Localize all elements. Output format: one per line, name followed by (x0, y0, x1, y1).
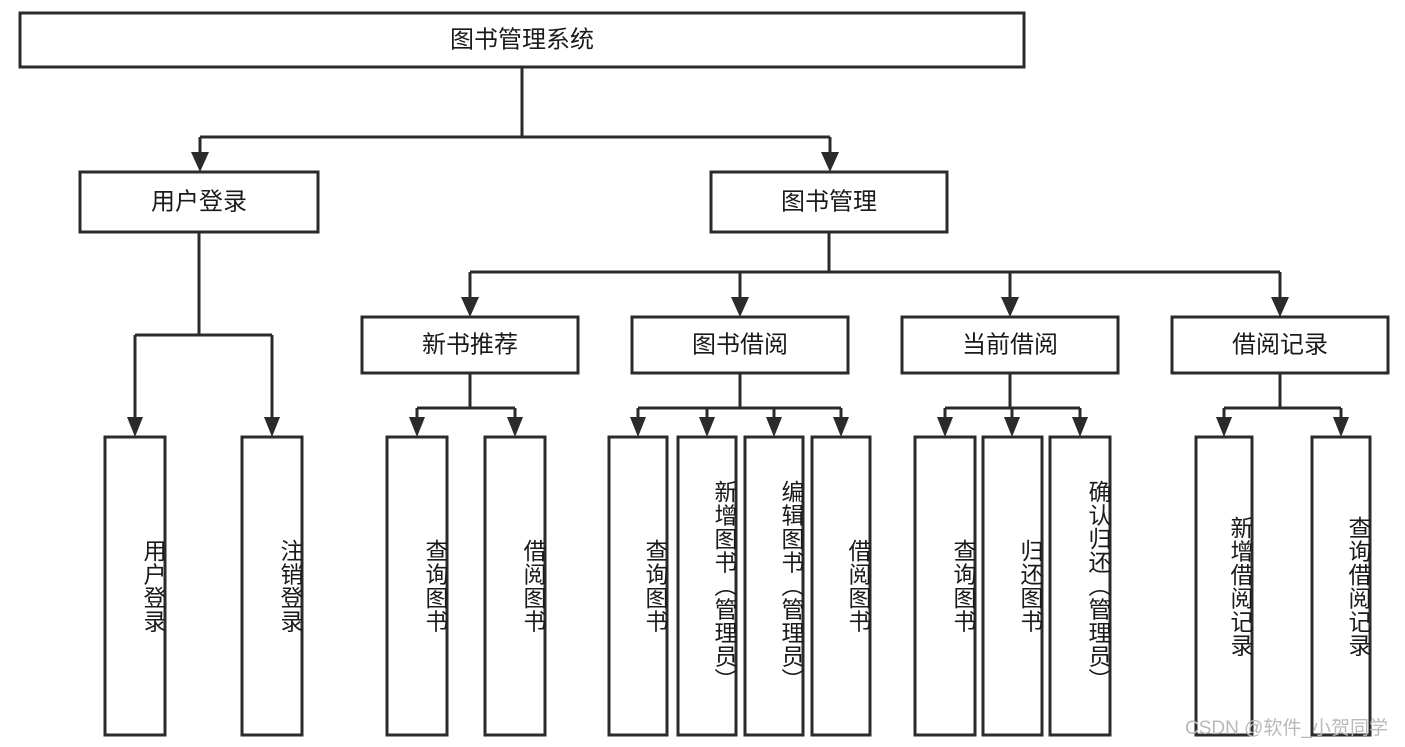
arrow-to-borrow-record (1271, 297, 1289, 317)
node-box-leaf-query-record[interactable] (1310, 435, 1372, 737)
node-box-user-login[interactable] (78, 170, 320, 234)
connector-newbookrec-to-leaves (415, 373, 517, 425)
arrow-to-leaf-borrow-book-rec (507, 417, 523, 437)
connector-root-to-level2 (198, 67, 832, 160)
node-box-leaf-add-book[interactable] (676, 435, 738, 737)
arrow-to-leaf-query-record (1333, 417, 1349, 437)
arrow-to-leaf-confirm-return (1072, 417, 1088, 437)
arrow-to-leaf-query-book-borrow (630, 417, 646, 437)
nodes-layer: 图书管理系统 用户登录 图书管理 新书推荐 图书借阅 当前借阅 借阅记录 (18, 11, 1390, 737)
node-label-root: 图书管理系统 (450, 26, 594, 53)
node-box-leaf-borrow-book-rec[interactable] (483, 435, 547, 737)
arrow-to-leaf-borrow-book (833, 417, 849, 437)
node-box-borrow-record[interactable] (1170, 315, 1390, 375)
node-box-leaf-return-book[interactable] (981, 435, 1044, 737)
node-box-leaf-confirm-return[interactable] (1048, 435, 1112, 737)
node-box-book-manage[interactable] (709, 170, 949, 234)
connector-currentborrow-to-leaves (943, 373, 1082, 425)
node-label-new-book-rec: 新书推荐 (422, 331, 518, 358)
node-box-leaf-edit-book[interactable] (743, 435, 805, 737)
node-box-book-borrow[interactable] (630, 315, 850, 375)
arrow-to-leaf-return-book (1004, 417, 1020, 437)
node-box-leaf-borrow-book[interactable] (810, 435, 872, 737)
connectors-layer (127, 67, 1349, 437)
arrow-to-leaf-edit-book (766, 417, 782, 437)
arrow-to-book-manage (821, 152, 839, 172)
node-label-current-borrow: 当前借阅 (962, 331, 1058, 358)
connector-borrowrecord-to-leaves (1222, 373, 1343, 425)
node-label-book-manage: 图书管理 (781, 188, 877, 215)
arrow-to-leaf-query-book-current (937, 417, 953, 437)
node-box-leaf-add-record[interactable] (1194, 435, 1254, 737)
csdn-watermark: CSDN @软件_小贺同学 (1185, 718, 1388, 739)
connector-userlogin-to-leaves (133, 232, 274, 425)
node-box-leaf-logout[interactable] (240, 435, 304, 737)
node-box-leaf-user-login[interactable] (103, 435, 167, 737)
arrow-to-leaf-logout (264, 417, 280, 437)
arrow-to-user-login (191, 152, 209, 172)
node-box-current-borrow[interactable] (900, 315, 1120, 375)
node-box-leaf-query-book-borrow[interactable] (607, 435, 669, 737)
arrow-to-leaf-query-book-rec (409, 417, 425, 437)
node-box-root[interactable] (18, 11, 1026, 69)
node-box-leaf-query-book-rec[interactable] (385, 435, 449, 737)
node-box-leaf-query-book-current[interactable] (913, 435, 977, 737)
arrow-to-leaf-add-book (699, 417, 715, 437)
arrow-to-leaf-add-record (1216, 417, 1232, 437)
arrow-to-leaf-user-login (127, 417, 143, 437)
connector-bookborrow-to-leaves (636, 373, 843, 425)
connector-bookmanage-to-level3 (468, 232, 1282, 305)
node-label-user-login: 用户登录 (151, 188, 247, 215)
node-box-new-book-rec[interactable] (360, 315, 580, 375)
arrow-to-current-borrow (1001, 297, 1019, 317)
arrow-to-new-book-rec (461, 297, 479, 317)
node-label-book-borrow: 图书借阅 (692, 331, 788, 358)
node-label-borrow-record: 借阅记录 (1232, 331, 1328, 358)
arrow-to-book-borrow (731, 297, 749, 317)
